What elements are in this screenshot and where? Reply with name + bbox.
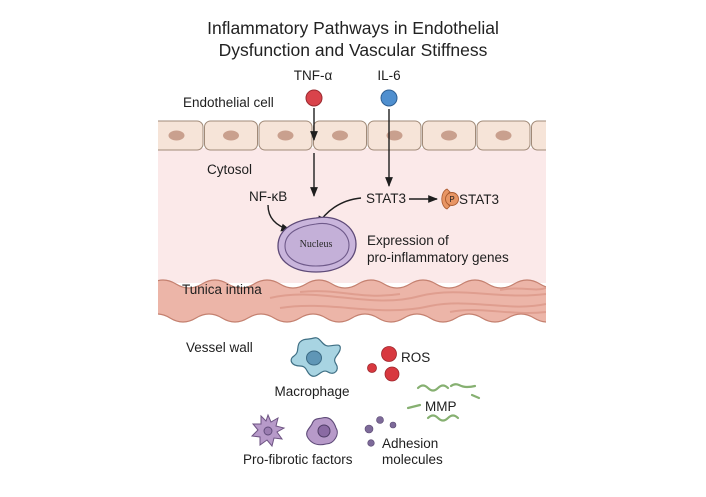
expression-label-line-1: Expression of: [367, 233, 449, 248]
nucleus: Nucleus: [277, 216, 357, 273]
pro-fibrotic-cell-round-icon: [306, 417, 338, 446]
ros-label: ROS: [401, 350, 430, 365]
pro-fibrotic-label: Pro-fibrotic factors: [243, 452, 353, 467]
tnf-alpha-label: TNF-α: [294, 68, 333, 83]
endothelial-cell-nucleus: [441, 130, 457, 141]
tnf-alpha-molecule: [305, 89, 323, 107]
endothelial-cell: [531, 120, 546, 151]
vessel-wall-label: Vessel wall: [186, 340, 253, 355]
nfkb-label: NF-κB: [249, 189, 287, 204]
adhesion-label-line-1: Adhesion: [382, 436, 438, 451]
pstat3-label: STAT3: [459, 192, 499, 207]
macrophage-icon: [290, 337, 341, 377]
phospho-label: P: [449, 195, 454, 204]
endothelial-cell-label: Endothelial cell: [183, 95, 274, 110]
nucleus-label: Nucleus: [300, 239, 333, 250]
endothelial-cell-nucleus: [550, 131, 566, 141]
macrophage-label: Macrophage: [274, 384, 349, 399]
phospho-stat3-icon: P: [441, 188, 459, 210]
endothelial-cell-nucleus: [495, 130, 512, 141]
tunica-intima-layer: [158, 279, 546, 323]
endothelial-cell-nucleus: [223, 130, 239, 141]
mmp-strands-icon: [406, 383, 481, 422]
ros-molecules-icon: [367, 346, 400, 382]
title-line-1: Inflammatory Pathways in Endothelial: [207, 18, 499, 38]
cytosol-region: [158, 148, 546, 283]
intima-fibers: [269, 287, 546, 314]
tunica-intima-label: Tunica intima: [182, 282, 262, 297]
endothelial-cell-row: [158, 120, 566, 151]
stat3-label: STAT3: [366, 191, 406, 206]
pro-fibrotic-cell-star-icon: [250, 413, 286, 448]
endothelial-cell-nucleus: [168, 130, 185, 141]
expression-label-line-2: pro-inflammatory genes: [367, 250, 509, 265]
il6-label: IL-6: [377, 68, 400, 83]
il6-molecule: [380, 89, 398, 107]
endothelial-cell-nucleus: [386, 130, 403, 141]
endothelial-cell-nucleus: [277, 130, 294, 141]
title-line-2: Dysfunction and Vascular Stiffness: [219, 40, 488, 60]
adhesion-molecules-icon: [364, 416, 397, 447]
mmp-label: MMP: [425, 399, 457, 414]
cytosol-label: Cytosol: [207, 162, 252, 177]
adhesion-label-line-2: molecules: [382, 452, 443, 467]
endothelial-cell-nucleus: [332, 130, 348, 141]
